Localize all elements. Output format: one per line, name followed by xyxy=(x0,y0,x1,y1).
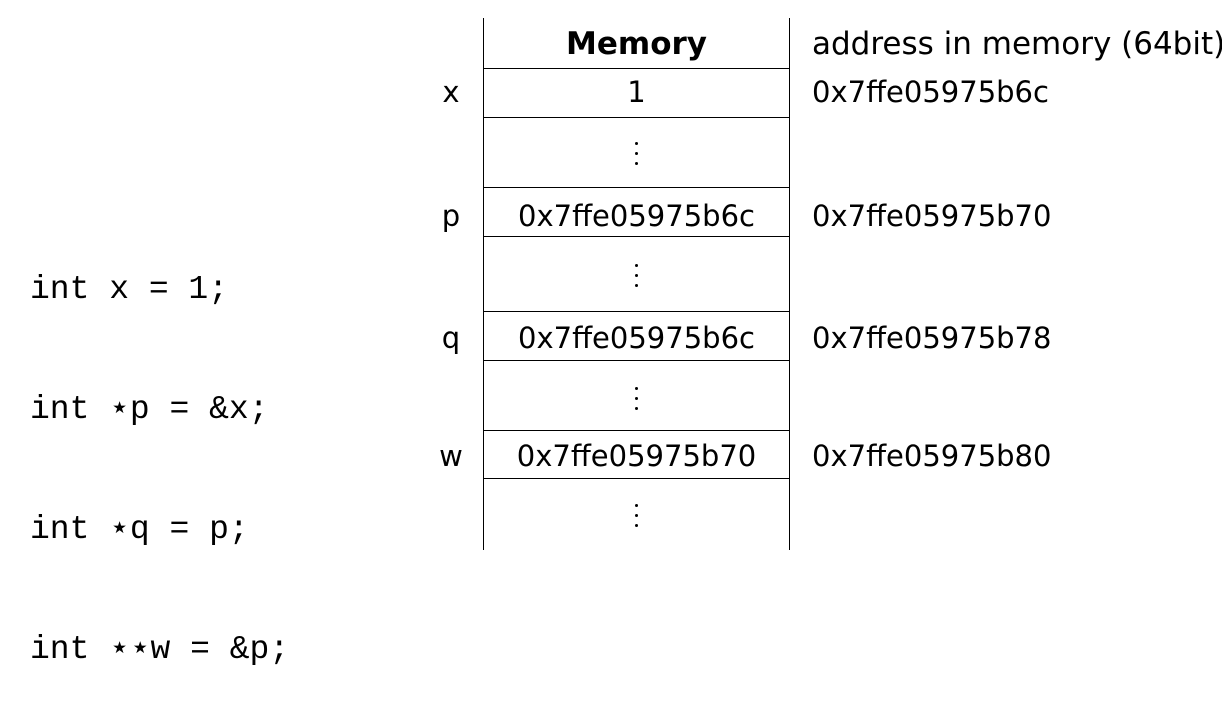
code-line-p: int ⋆p = &x; xyxy=(30,391,269,428)
memory-left-border xyxy=(483,18,484,550)
row-divider xyxy=(483,117,790,118)
row-divider xyxy=(483,360,790,361)
vertical-ellipsis xyxy=(483,254,790,294)
var-label-p: p xyxy=(441,199,461,233)
memory-header: Memory xyxy=(566,26,707,62)
address-w: 0x7ffe05975b80 xyxy=(812,439,1052,473)
vertical-ellipsis xyxy=(483,377,790,417)
code-line-q: int ⋆q = p; xyxy=(30,511,249,548)
code-line-w: int ⋆⋆w = &p; xyxy=(30,631,290,668)
row-divider xyxy=(483,236,790,237)
var-label-w: w xyxy=(439,439,463,473)
memory-cell-p: 0x7ffe05975b6c xyxy=(518,199,755,233)
memory-cell-w: 0x7ffe05975b70 xyxy=(516,439,757,473)
row-divider xyxy=(483,187,790,188)
code-block: int x = 1; int ⋆p = &x; int ⋆q = p; int … xyxy=(30,190,289,710)
memory-cell-q: 0x7ffe05975b6c xyxy=(518,321,755,355)
memory-cell-x: 1 xyxy=(627,75,646,109)
var-label-x: x xyxy=(442,75,460,109)
code-line-x: int x = 1; xyxy=(30,271,229,308)
address-header: address in memory (64bit) xyxy=(812,26,1222,62)
address-x: 0x7ffe05975b6c xyxy=(812,75,1049,109)
memory-right-border xyxy=(789,18,790,550)
row-divider xyxy=(483,311,790,312)
address-q: 0x7ffe05975b78 xyxy=(812,321,1052,355)
var-label-q: q xyxy=(441,321,461,355)
address-p: 0x7ffe05975b70 xyxy=(812,199,1052,233)
vertical-ellipsis xyxy=(483,494,790,534)
row-divider xyxy=(483,68,790,69)
row-divider xyxy=(483,430,790,431)
row-divider xyxy=(483,478,790,479)
vertical-ellipsis xyxy=(483,132,790,172)
